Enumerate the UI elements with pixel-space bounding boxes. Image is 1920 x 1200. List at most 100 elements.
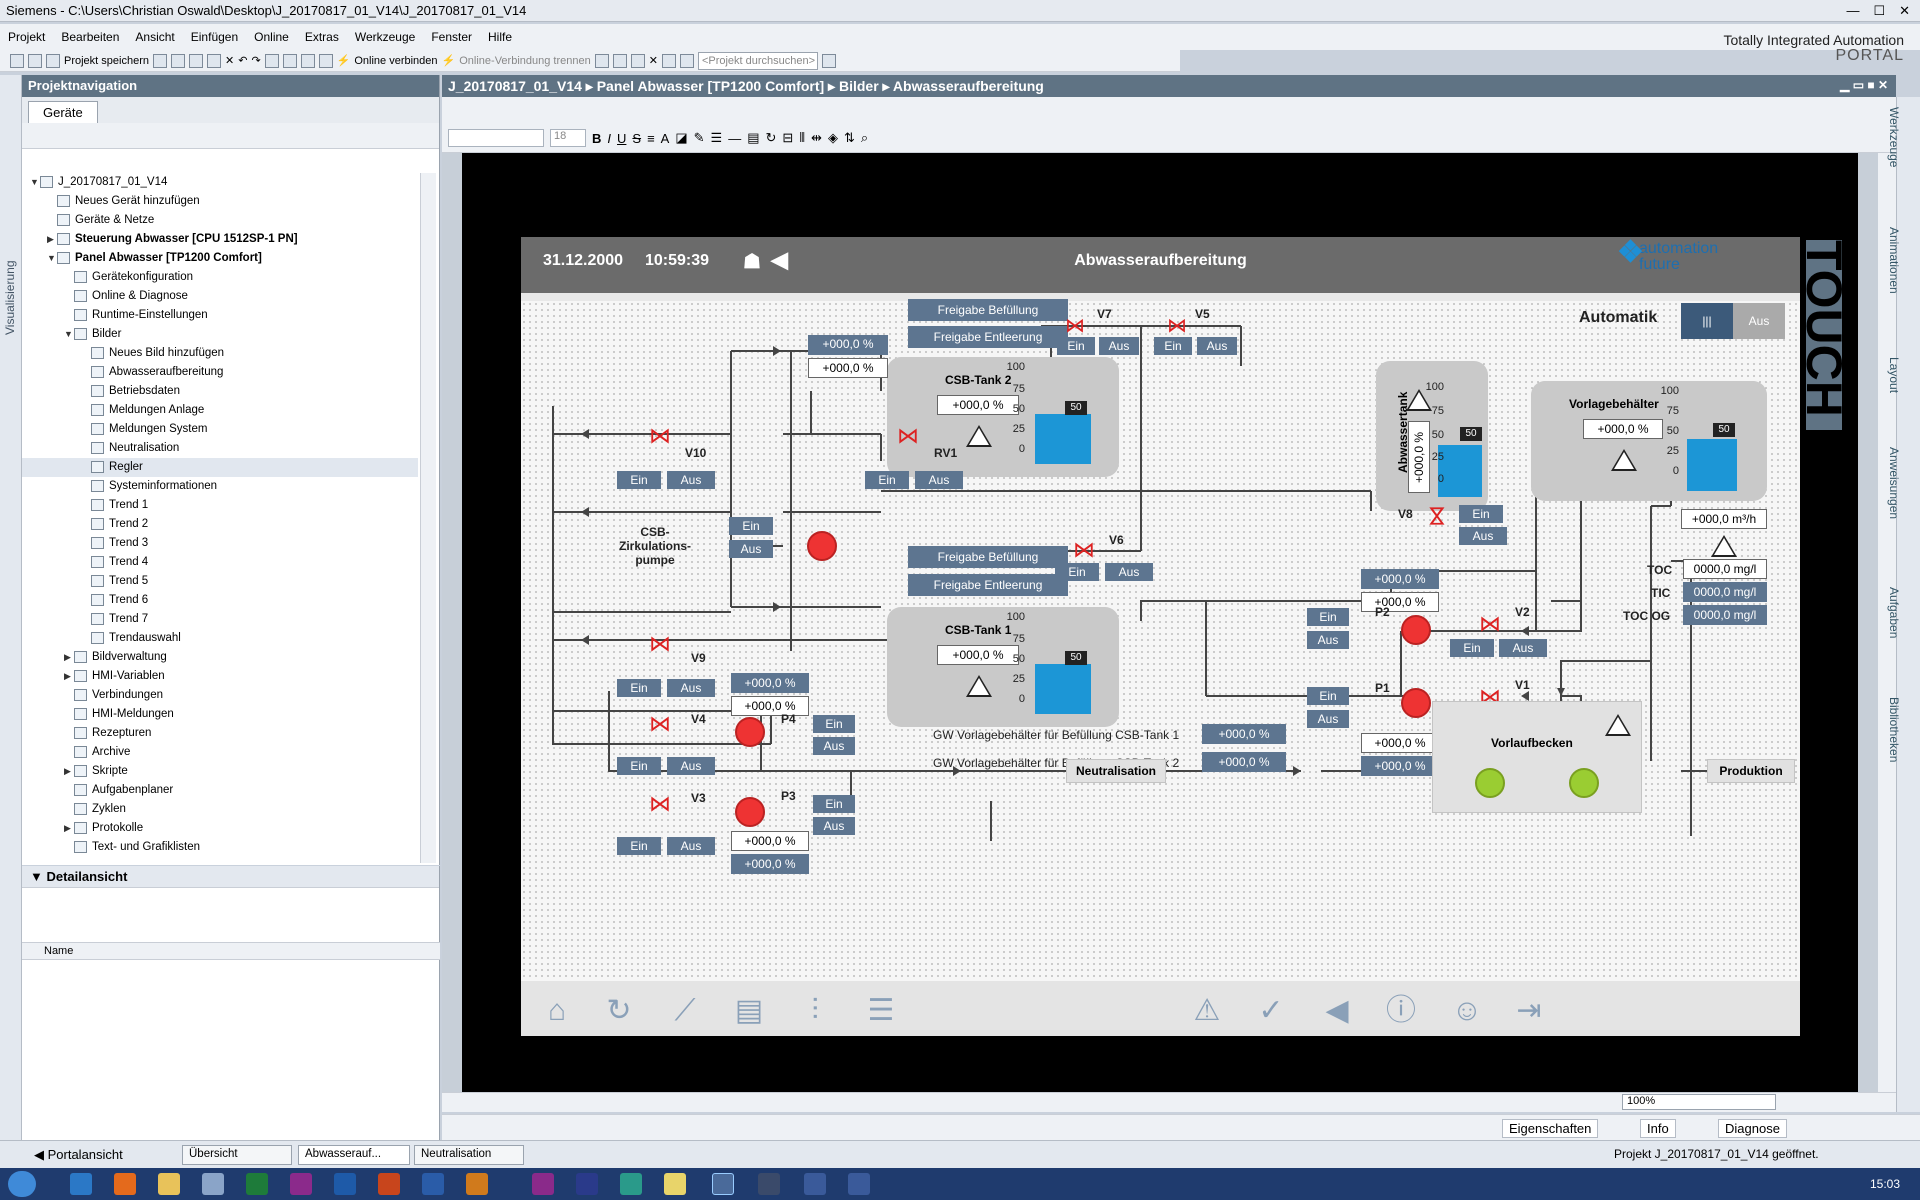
tree-item[interactable]: Neues Gerät hinzufügen	[22, 192, 418, 211]
line-width-icon[interactable]: ☰	[710, 130, 723, 145]
tree-expand-icon[interactable]: ▼	[64, 329, 73, 339]
tree-item[interactable]: Trend 7	[22, 610, 418, 629]
stop-cpu-icon[interactable]	[630, 53, 645, 68]
excel-icon[interactable]	[246, 1173, 268, 1195]
zoom-icon[interactable]: ⌕	[860, 130, 869, 145]
tree-item[interactable]: Meldungen System	[22, 420, 418, 439]
rv1-aus-button[interactable]: Aus	[915, 471, 963, 489]
tab-anweisungen[interactable]: Anweisungen	[1887, 447, 1901, 520]
tree-item[interactable]: Trendauswahl	[22, 629, 418, 648]
trend-icon[interactable]: ⟋	[674, 994, 696, 1027]
v5-aus-button[interactable]: Aus	[1197, 337, 1237, 355]
acknowledge-icon[interactable]: ✓	[1258, 994, 1284, 1027]
alarm-icon[interactable]: ⚠	[1193, 994, 1221, 1027]
valve-v10-icon[interactable]: ⋈	[649, 423, 671, 448]
download-icon[interactable]	[282, 53, 297, 68]
valve-v3-icon[interactable]: ⋈	[649, 791, 671, 816]
menu-ansicht[interactable]: Ansicht	[135, 30, 175, 44]
detail-view-title[interactable]: ▼ Detailansicht	[22, 866, 439, 888]
tab-aufgaben[interactable]: Aufgaben	[1887, 587, 1901, 639]
v8-ein-button[interactable]: Ein	[1459, 505, 1503, 523]
underline-icon[interactable]: U	[617, 130, 627, 146]
tab-layout[interactable]: Layout	[1887, 357, 1901, 394]
split-horizontal-icon[interactable]	[661, 53, 676, 68]
app5-icon[interactable]	[758, 1173, 780, 1195]
align-icon[interactable]: ≡	[647, 130, 655, 146]
tree-item[interactable]: ▶HMI-Variablen	[22, 667, 418, 686]
editor-window-controls[interactable]: ▁ ▭ ■ ✕	[1840, 78, 1888, 92]
detail-name-column[interactable]: Name	[22, 942, 440, 960]
split-vertical-icon[interactable]	[679, 53, 694, 68]
tab-geraete[interactable]: Geräte	[28, 101, 98, 123]
valve-rv1-icon[interactable]: ⋈	[897, 423, 919, 448]
italic-icon[interactable]: I	[607, 130, 612, 146]
visualisierung-tab[interactable]: Visualisierung	[3, 260, 17, 336]
online-disconnect-button[interactable]: Online-Verbindung trennen	[459, 54, 591, 67]
align-objects-icon[interactable]: ⊟	[782, 130, 794, 145]
tree-item[interactable]: Trend 2	[22, 515, 418, 534]
tree-expand-icon[interactable]: ▶	[47, 234, 54, 244]
line-style-icon[interactable]: —	[728, 130, 742, 146]
strikethrough-icon[interactable]: S	[632, 130, 642, 146]
rv1-ein-button[interactable]: Ein	[865, 471, 909, 489]
save-icon[interactable]	[46, 53, 60, 68]
project-search-input[interactable]: <Projekt durchsuchen>	[697, 51, 818, 70]
tree-scrollbar[interactable]	[420, 173, 436, 863]
menu-extras[interactable]: Extras	[304, 30, 339, 44]
tree-item[interactable]: Systeminformationen	[22, 477, 418, 496]
p4-aus-button[interactable]: Aus	[813, 737, 855, 755]
pump-p3-icon[interactable]	[735, 797, 765, 827]
tree-item[interactable]: Trend 1	[22, 496, 418, 515]
valve-v7-icon[interactable]: ⋈	[1065, 315, 1085, 337]
binoculars-icon[interactable]	[821, 53, 836, 68]
p1-ein-button[interactable]: Ein	[1307, 687, 1349, 705]
tree-item[interactable]: Online & Diagnose	[22, 287, 418, 306]
editor-tab-uebersicht[interactable]: Übersicht	[182, 1145, 292, 1165]
p3-aus-button[interactable]: Aus	[813, 817, 855, 835]
menu-hilfe[interactable]: Hilfe	[488, 30, 513, 44]
tree-item[interactable]: Verbindungen	[22, 686, 418, 705]
compile-icon[interactable]	[264, 53, 279, 68]
freigabe-entleerung-tank2-button[interactable]: Freigabe Entleerung	[908, 326, 1068, 348]
home-icon[interactable]: ⌂	[547, 994, 567, 1027]
tree-item[interactable]: ▶Skripte	[22, 762, 418, 781]
tree-item[interactable]: Rezepturen	[22, 724, 418, 743]
p1-aus-button[interactable]: Aus	[1307, 710, 1349, 728]
tree-item[interactable]: Trend 3	[22, 534, 418, 553]
maximize-icon[interactable]: ☐	[1873, 2, 1886, 18]
app2-icon[interactable]	[466, 1173, 488, 1195]
undo-icon[interactable]: ↶	[238, 55, 248, 67]
p2-aus-button[interactable]: Aus	[1307, 631, 1349, 649]
valve-v4-icon[interactable]: ⋈	[649, 711, 671, 736]
v7-ein-button[interactable]: Ein	[1057, 337, 1095, 355]
outlook-icon[interactable]	[334, 1173, 356, 1195]
start-cpu-icon[interactable]	[612, 53, 627, 68]
v5-ein-button[interactable]: Ein	[1154, 337, 1192, 355]
explorer-icon[interactable]	[158, 1173, 180, 1195]
firefox-icon[interactable]	[114, 1173, 136, 1195]
tree-item[interactable]: ▶Steuerung Abwasser [CPU 1512SP-1 PN]	[22, 230, 418, 249]
print-icon[interactable]	[153, 53, 167, 68]
upload-icon[interactable]	[300, 53, 315, 68]
tree-item[interactable]: ▼Panel Abwasser [TP1200 Comfort]	[22, 249, 418, 268]
ie-icon[interactable]	[70, 1173, 92, 1195]
settings-sliders-icon[interactable]: ⫶	[811, 994, 819, 1027]
notes-icon[interactable]	[664, 1173, 686, 1195]
simulation-icon[interactable]	[318, 53, 333, 68]
copy-icon[interactable]	[189, 53, 203, 68]
tab-bibliotheken[interactable]: Bibliotheken	[1887, 697, 1901, 763]
portal-view-button[interactable]: ◀ Portalansicht	[34, 1147, 123, 1162]
list-icon[interactable]: ☰	[867, 994, 895, 1027]
zirkulationspumpe-icon[interactable]	[807, 531, 837, 561]
tab-info[interactable]: Info	[1640, 1119, 1676, 1138]
v4-aus-button[interactable]: Aus	[667, 757, 715, 775]
online-connect-button[interactable]: Online verbinden	[354, 54, 438, 67]
menu-fenster[interactable]: Fenster	[431, 30, 473, 44]
editor-tab-neutralisation[interactable]: Neutralisation	[414, 1145, 524, 1165]
tree-item[interactable]: Neues Bild hinzufügen	[22, 344, 418, 363]
tree-item[interactable]: Zyklen	[22, 800, 418, 819]
rotate-icon[interactable]: ↻	[765, 130, 777, 145]
menu-projekt[interactable]: Projekt	[8, 30, 46, 44]
tree-expand-icon[interactable]: ▶	[64, 671, 71, 681]
neutralisation-button[interactable]: Neutralisation	[1066, 759, 1166, 783]
